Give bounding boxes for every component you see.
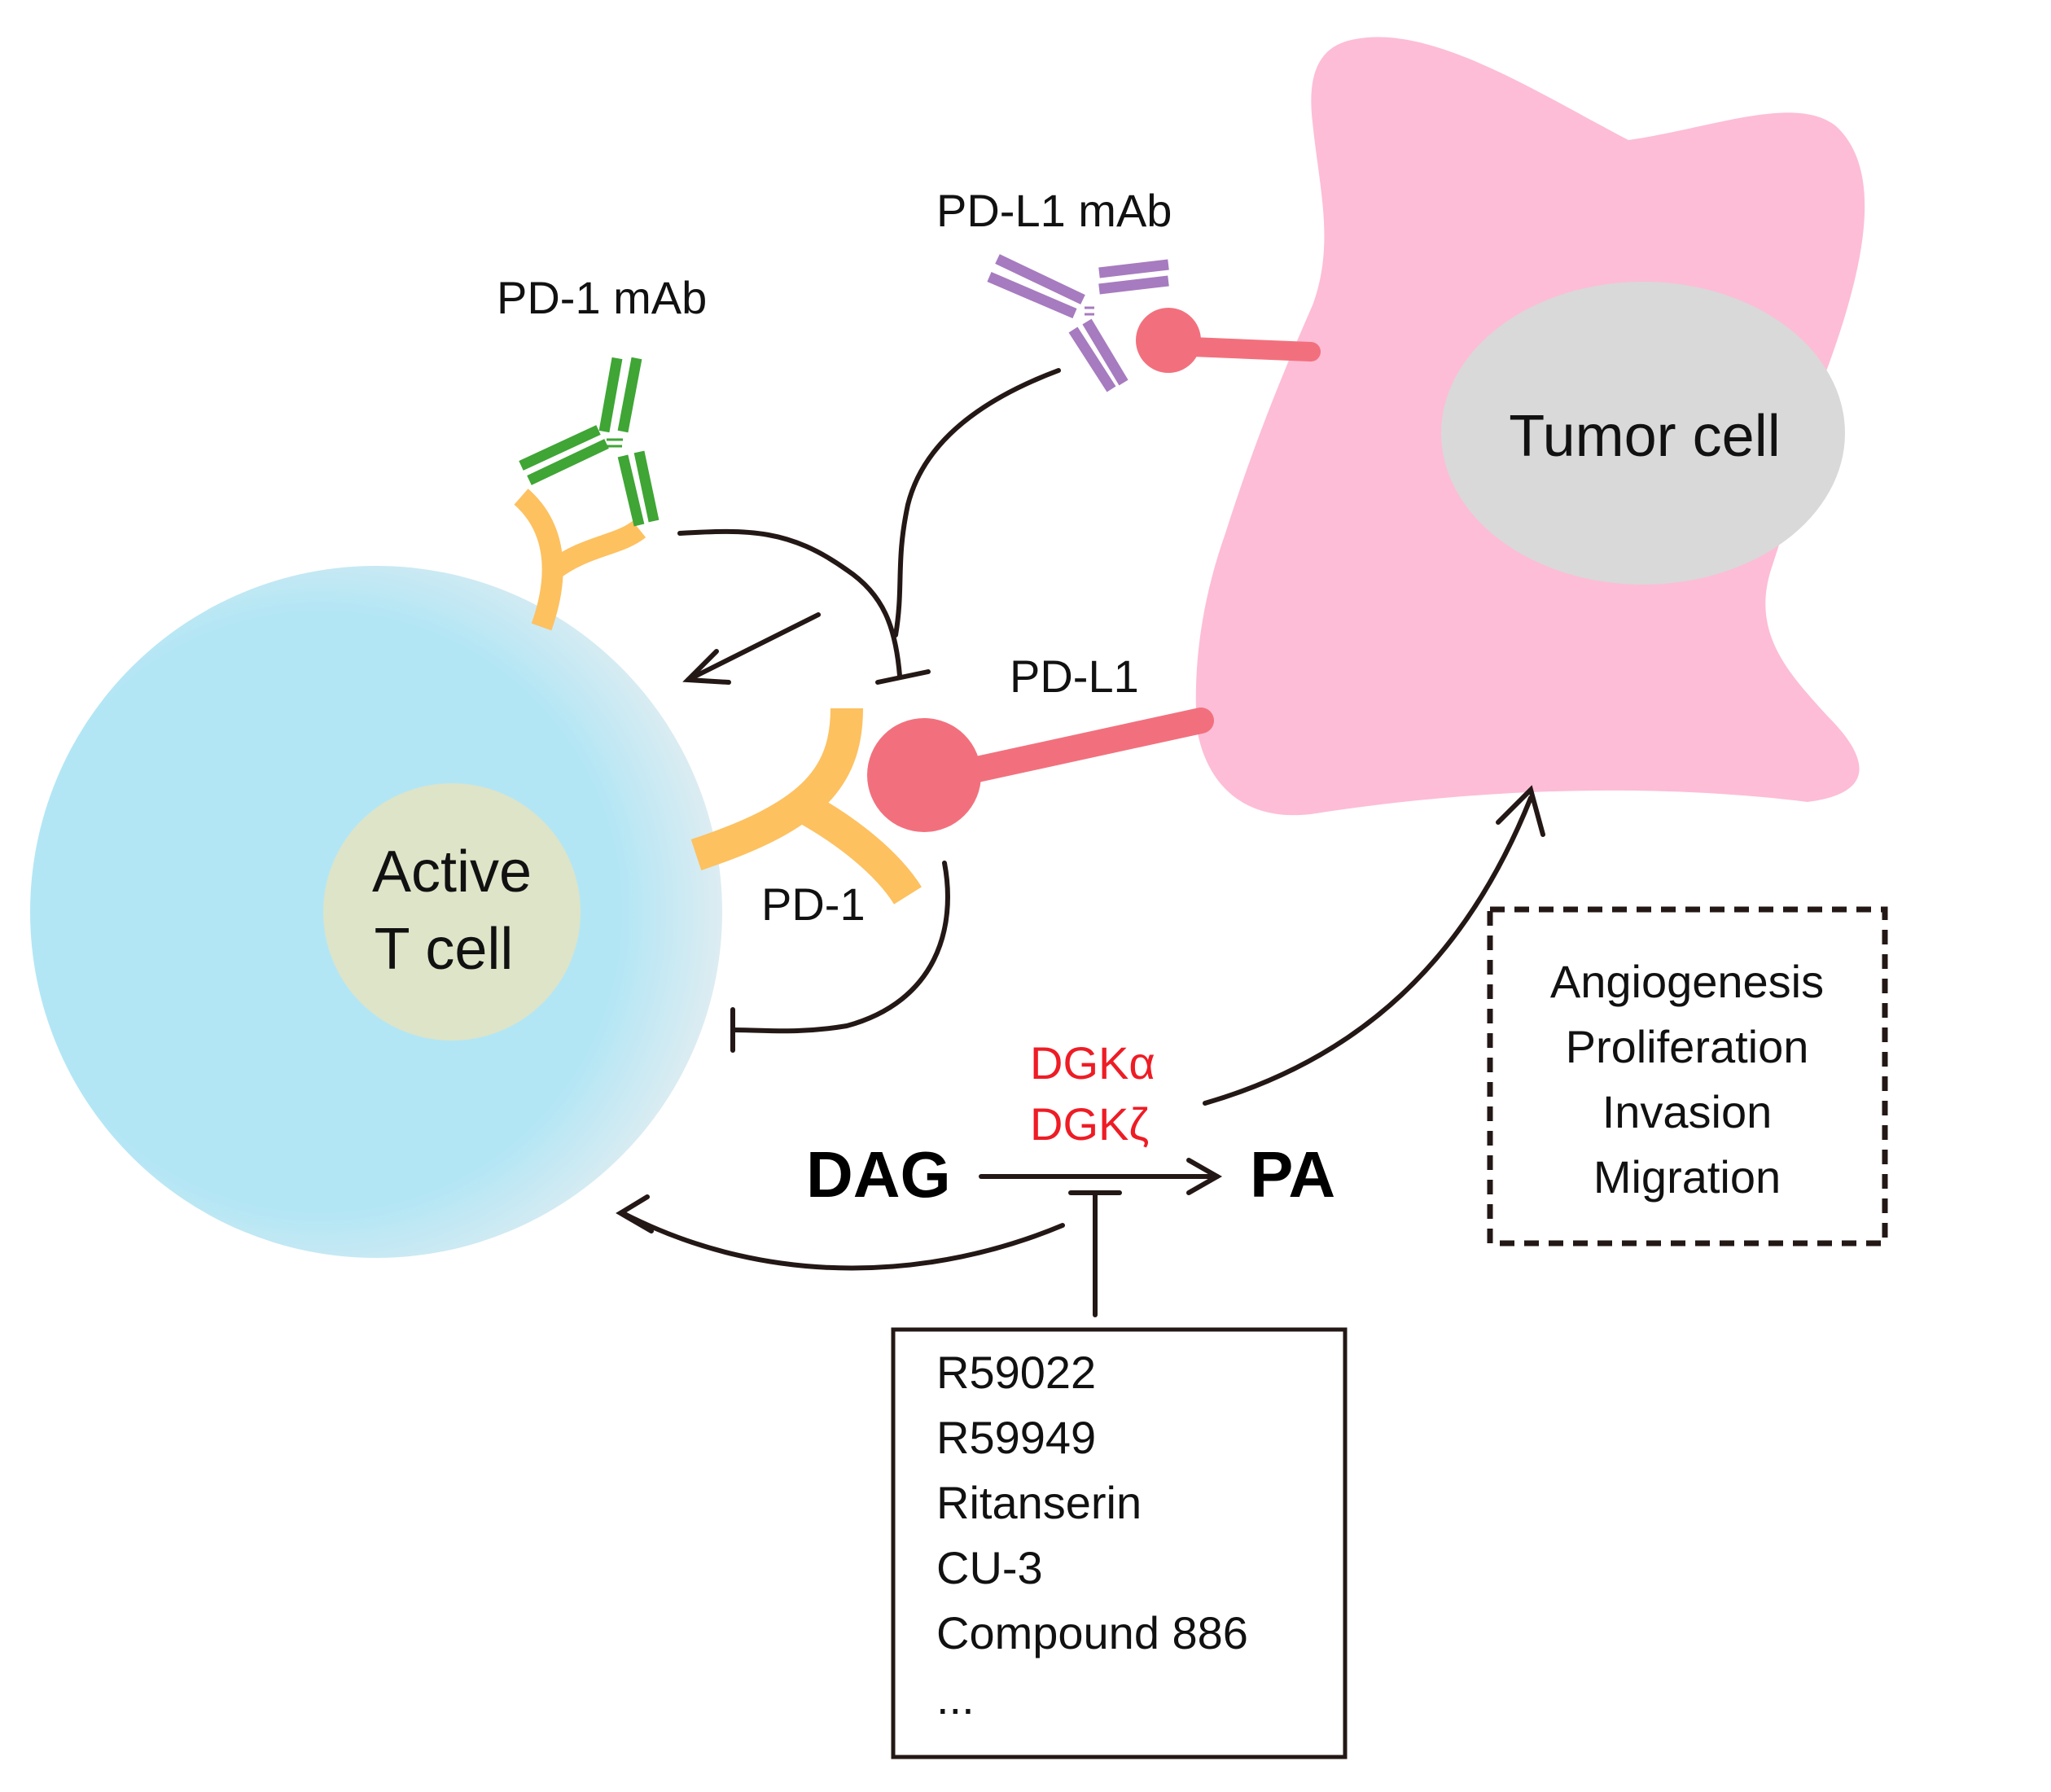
pdl1-receptor-upper bbox=[1136, 308, 1321, 373]
pa-label: PA bbox=[1250, 1138, 1335, 1211]
pdl1-mab-antibody bbox=[987, 254, 1169, 392]
dgk-zeta-label: DGKζ bbox=[1030, 1098, 1149, 1150]
inhibitor-item: R59949 bbox=[936, 1412, 1096, 1463]
dag-label: DAG bbox=[806, 1138, 951, 1211]
pa-to-tumor-arrowhead bbox=[1496, 785, 1545, 837]
tumor-cell-nucleus bbox=[1441, 282, 1845, 585]
inhibitor-item: Compound 886 bbox=[936, 1607, 1248, 1658]
pd1-mab-inhibition-bar bbox=[875, 669, 931, 685]
inhibitor-item: R59022 bbox=[936, 1347, 1096, 1398]
outcomes-box: Angiogenesis Proliferation Invasion Migr… bbox=[1487, 906, 1888, 1247]
pd1-mab-inhibition-line bbox=[677, 528, 902, 678]
tumor-cell: Tumor cell bbox=[1195, 37, 1865, 816]
t-cell-label-line2: T cell bbox=[375, 917, 514, 982]
inhibitor-item: Ritanserin bbox=[936, 1477, 1142, 1528]
activation-arrow-tcell bbox=[686, 612, 821, 682]
pd1-receptor bbox=[690, 708, 922, 905]
inhibitors-box: R59022 R59949 Ritanserin CU-3 Compound 8… bbox=[891, 1327, 1348, 1759]
dgk-alpha-label: DGKα bbox=[1030, 1037, 1155, 1089]
pdl1-receptor bbox=[867, 708, 1214, 832]
outcome-item: Angiogenesis bbox=[1550, 956, 1824, 1007]
t-cell-nucleus bbox=[323, 783, 581, 1041]
outcome-item: Invasion bbox=[1602, 1086, 1773, 1137]
outcome-item: Proliferation bbox=[1566, 1021, 1809, 1072]
t-cell-label-line1: Active bbox=[372, 839, 532, 905]
pdl1-label: PD-L1 bbox=[1010, 651, 1139, 702]
pd1-mab-label: PD-1 mAb bbox=[497, 272, 707, 323]
activation-arrowhead-tcell bbox=[682, 649, 731, 685]
inhibitor-item: CU-3 bbox=[936, 1542, 1043, 1593]
connectors bbox=[616, 368, 1545, 1317]
pd1-mab-antibody bbox=[519, 357, 660, 527]
pd1-label: PD-1 bbox=[761, 878, 866, 930]
dgk-inhibition-to-tcell-arrow bbox=[620, 1211, 1065, 1271]
inhibitor-item: ... bbox=[936, 1672, 975, 1724]
t-cell: Active T cell bbox=[30, 566, 722, 1258]
pdl1-mab-inhibition-line bbox=[893, 368, 1061, 637]
pd1-inhibition-line bbox=[730, 861, 950, 1034]
pdl1-mab-label: PD-L1 mAb bbox=[936, 185, 1172, 236]
dag-to-pa-arrowhead bbox=[1186, 1158, 1223, 1195]
pd1-receptor-upper bbox=[514, 489, 646, 631]
pa-to-tumor-arrow bbox=[1203, 795, 1533, 1106]
dgk-inhibition-to-tcell-arrowhead bbox=[616, 1194, 654, 1233]
tumor-cell-label: Tumor cell bbox=[1509, 404, 1780, 469]
outcome-item: Migration bbox=[1593, 1151, 1781, 1203]
